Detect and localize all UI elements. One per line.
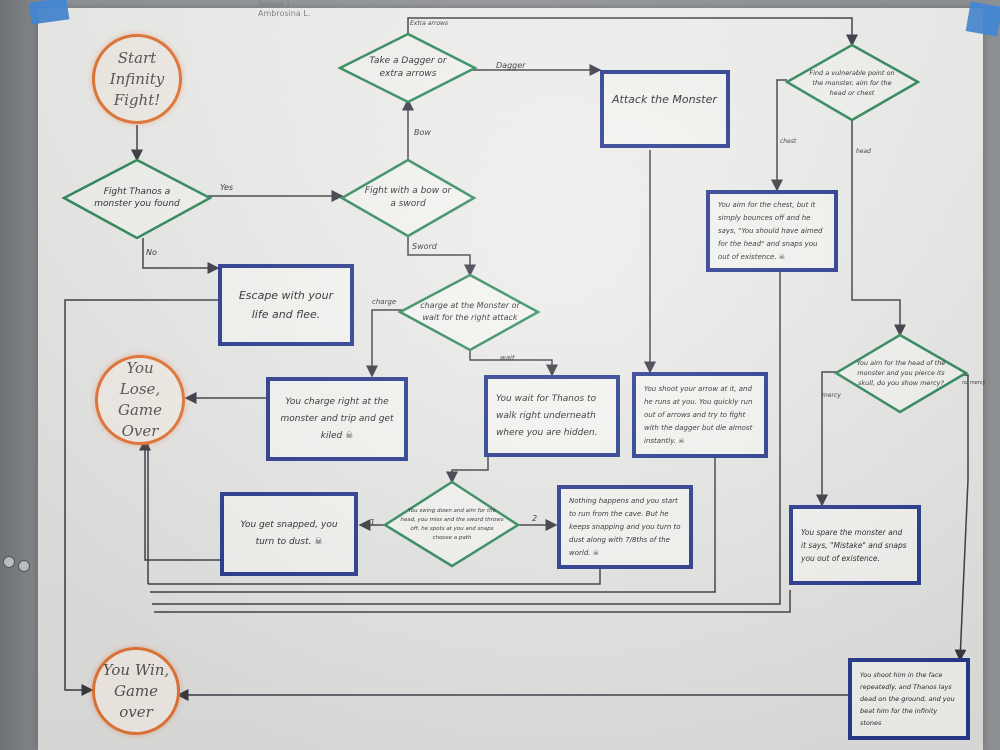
edge-extra-arrows: [407, 17, 858, 47]
edge-weapon-sword: [407, 235, 476, 277]
lose-circle: You Lose, Game Over: [95, 355, 185, 445]
charge-question: charge at the Monster or wait for the ri…: [420, 301, 520, 322]
door-knob: [18, 560, 30, 572]
label-bow: Bow: [414, 128, 431, 137]
diamond-weapon: [339, 158, 477, 238]
attack-text: Attack the Monster: [612, 93, 717, 106]
charge-result-box: You charge right at the monster and trip…: [266, 377, 408, 461]
edge-no-mercy: [954, 374, 969, 662]
diamond-fight: [61, 158, 213, 240]
weapon-question: Fight with a bow or a sword: [364, 186, 452, 209]
arrow-result-text: You shoot your arrow at it, and he runs …: [644, 384, 753, 445]
edge-fight-no: [142, 238, 220, 274]
fight-question: Fight Thanos a monster you found: [94, 187, 180, 209]
poster-header: Period 1 Ambrosina L.: [258, 0, 310, 18]
diamond-charge: [397, 273, 541, 352]
diamond-mercy: [833, 333, 969, 414]
label-wait: wait: [500, 354, 515, 362]
spare-result-text: You spare the monster and it says, "Mist…: [801, 527, 907, 563]
win-result-box: You shoot him in the face repeatedly, an…: [848, 658, 970, 740]
snapped-text: You get snapped, you turn to dust. ☠: [240, 520, 338, 547]
lose-text: You Lose, Game Over: [117, 359, 163, 440]
edge-nothing-lose: [148, 568, 601, 585]
label-one: 1: [370, 518, 376, 527]
aim-question: Find a vulnerable point on the monster, …: [809, 69, 895, 97]
edge-wait: [469, 348, 558, 377]
chest-result-box: You aim for the chest, but it simply bou…: [706, 190, 838, 272]
edge-spare-lose: [154, 590, 791, 613]
swing-question: You swing down and aim for the head, you…: [400, 508, 504, 541]
diamond-swing: [382, 480, 521, 568]
mercy-question: You aim for the head of the monster and …: [856, 359, 946, 387]
edge-head: [851, 120, 906, 337]
label-two: 2: [532, 514, 538, 523]
win-circle: You Win, Game over: [92, 647, 180, 735]
door-knob: [3, 556, 15, 568]
edge-wait-swing: [446, 455, 489, 484]
arrow-result-box: You shoot your arrow at it, and he runs …: [632, 372, 768, 458]
nothing-box: Nothing happens and you start to run fro…: [557, 485, 693, 569]
spare-result-box: You spare the monster and it says, "Mist…: [789, 505, 921, 585]
label-charge: charge: [372, 298, 397, 306]
charge-result-text: You charge right at the monster and trip…: [280, 396, 394, 441]
label-extra-arrows: Extra arrows: [410, 20, 449, 27]
snapped-box: You get snapped, you turn to dust. ☠: [220, 492, 358, 576]
diamond-dagger: [337, 32, 478, 104]
label-no: No: [146, 248, 157, 257]
label-chest: chest: [780, 138, 797, 145]
dagger-question: Take a Dagger or extra arrows: [369, 56, 447, 79]
label-no-mercy: no mercy: [962, 380, 986, 386]
attack-box: Attack the Monster: [600, 70, 730, 148]
win-text: You Win, Game over: [102, 660, 170, 721]
label-sword: Sword: [412, 242, 437, 251]
label-dagger: Dagger: [496, 61, 526, 70]
wait-result-box: You wait for Thanos to walk right undern…: [484, 375, 620, 457]
win-result-text: You shoot him in the face repeatedly, an…: [860, 671, 955, 727]
header-period: Period 1: [258, 0, 291, 9]
wait-result-text: You wait for Thanos to walk right undern…: [496, 393, 598, 438]
header-name: Ambrosina L.: [258, 9, 311, 18]
escape-text: Escape with your life and flee.: [238, 289, 334, 321]
edge-chest-lose: [152, 270, 781, 605]
edge-chest: [771, 79, 787, 192]
edge-escape-win: [64, 299, 218, 696]
start-circle: Start Infinity Fight!: [92, 34, 182, 124]
edge-charge: [366, 309, 402, 378]
label-yes: Yes: [220, 183, 234, 192]
nothing-text: Nothing happens and you start to run fro…: [569, 496, 681, 557]
escape-box: Escape with your life and flee.: [218, 264, 354, 346]
edge-arrow-lose: [150, 454, 716, 593]
diamond-aim: [784, 43, 921, 122]
label-mercy: mercy: [822, 392, 841, 399]
start-text: Start Infinity Fight!: [109, 48, 165, 109]
label-head: head: [856, 148, 871, 155]
chest-result-text: You aim for the chest, but it simply bou…: [718, 200, 823, 261]
edge-snapped-lose: [139, 438, 220, 561]
